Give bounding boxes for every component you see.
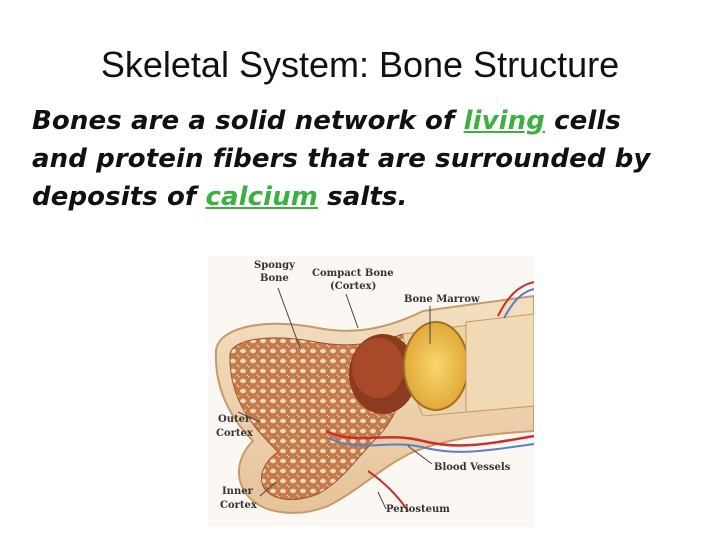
label-spongy-2: Bone — [260, 273, 289, 284]
bone-marrow-disc — [404, 322, 468, 410]
label-blood-vessels: Blood Vessels — [434, 462, 511, 473]
label-compact-1: Compact Bone — [312, 268, 394, 279]
label-periosteum: Periosteum — [386, 504, 450, 515]
label-inner-1: Inner — [222, 486, 254, 497]
slide-title: Skeletal System: Bone Structure — [0, 44, 720, 86]
keyword-calcium: calcium — [206, 182, 319, 212]
label-compact-2: (Cortex) — [330, 281, 376, 292]
body-text-1: Bones are a solid network of — [32, 106, 464, 136]
label-outer-2: Cortex — [216, 428, 254, 439]
keyword-living: living — [464, 106, 545, 136]
body-text-3: salts. — [318, 182, 407, 212]
label-outer-1: Outer — [218, 414, 251, 425]
body-paragraph: Bones are a solid network of living cell… — [32, 102, 682, 216]
bone-diagram: Spongy Bone Compact Bone (Cortex) Bone M… — [208, 256, 534, 527]
label-bone-marrow: Bone Marrow — [404, 294, 480, 305]
label-spongy-1: Spongy — [254, 260, 296, 271]
label-inner-2: Cortex — [220, 500, 258, 511]
